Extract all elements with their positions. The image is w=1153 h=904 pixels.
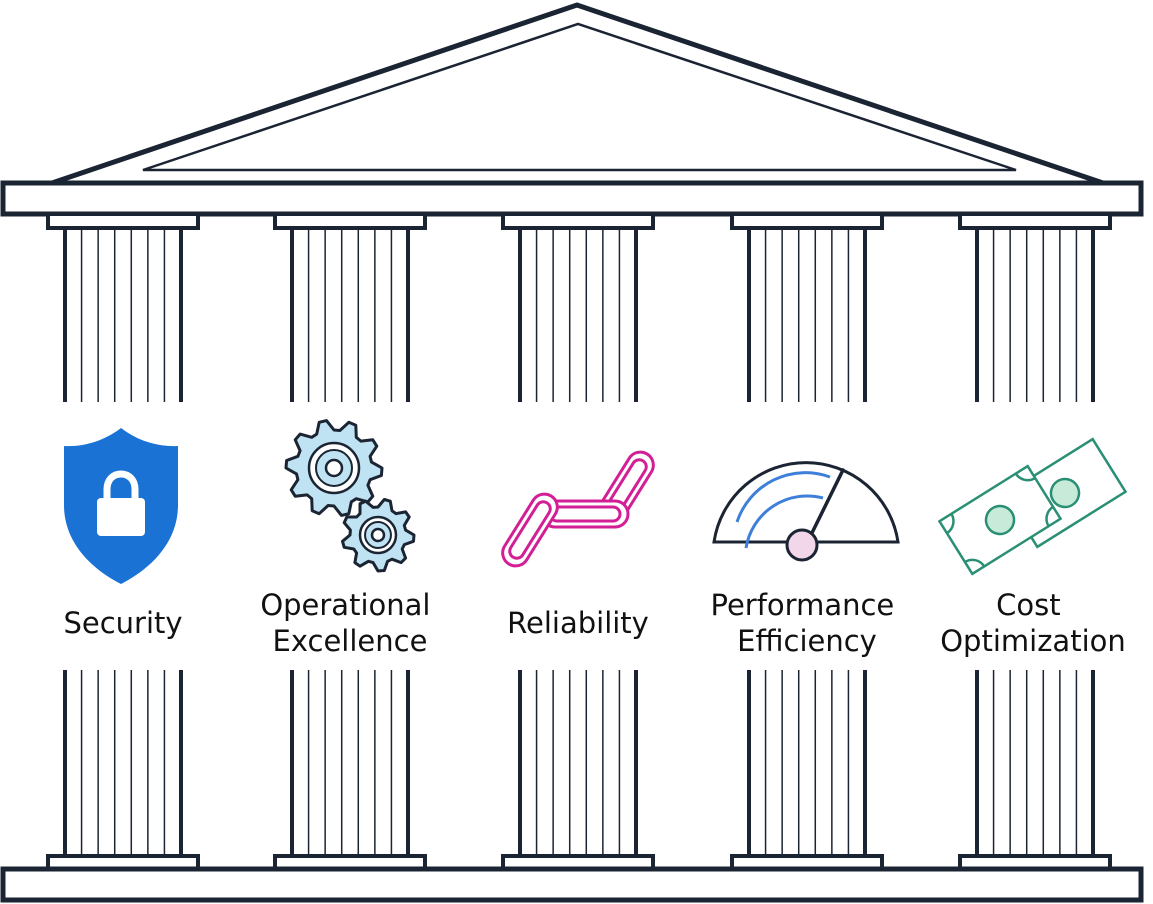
pillar-label-cost-optimization: Cost Optimization (940, 588, 1126, 658)
column-capital (730, 212, 884, 230)
banknotes-icon (937, 437, 1128, 576)
column-shaft-lower (518, 670, 638, 856)
temple-columns (46, 212, 1112, 871)
chain-link-lower (501, 492, 559, 568)
pillar-label-performance-efficiency: Performance Efficiency (711, 588, 904, 658)
temple-roof (0, 2, 1144, 217)
speedometer-icon (712, 461, 900, 562)
gauge-arc-outer (735, 471, 831, 523)
pillar-label-reliability: Reliability (507, 606, 649, 640)
pillar-label-security: Security (63, 606, 182, 640)
column-shaft-upper (290, 228, 410, 402)
column-shaft-upper (747, 228, 867, 402)
column-capital (501, 212, 655, 230)
banknote-front (937, 464, 1063, 576)
column-shaft-upper (975, 228, 1095, 402)
gauge-hub (785, 528, 819, 562)
pediment-outer (51, 2, 1104, 186)
temple-base (0, 866, 1144, 903)
column-shaft-lower (290, 670, 410, 856)
column-shaft-lower (747, 670, 867, 856)
column-shaft-lower (63, 670, 183, 856)
column-shaft-upper (63, 228, 183, 402)
column-security (46, 212, 200, 871)
gauge-dial (712, 461, 900, 544)
column-reliability (501, 212, 655, 871)
lock-body (97, 498, 145, 536)
column-performance-efficiency (730, 212, 884, 871)
pediment-inner (142, 22, 1017, 172)
gears-icon (284, 419, 416, 573)
column-capital (958, 212, 1112, 230)
column-shaft-upper (518, 228, 638, 402)
gauge-needle (806, 468, 845, 543)
small-gear (341, 498, 416, 573)
chain-links-icon (501, 450, 655, 568)
large-gear (284, 419, 384, 517)
pillar-labels: Security Operational Excellence Reliabil… (63, 588, 1125, 658)
column-shaft-lower (975, 670, 1095, 856)
shield-lock-icon (64, 428, 178, 584)
lock-shackle (103, 470, 139, 504)
entablature-beam (0, 180, 1144, 217)
banknote-back (1002, 437, 1128, 549)
column-capital (46, 212, 200, 230)
gear-axle (324, 458, 344, 478)
gear-axle (370, 527, 386, 543)
pillar-label-operational-excellence: Operational Excellence (260, 588, 439, 658)
gauge-arc-inner (744, 494, 824, 549)
column-capital (273, 212, 427, 230)
pillar-icons (64, 419, 1128, 584)
